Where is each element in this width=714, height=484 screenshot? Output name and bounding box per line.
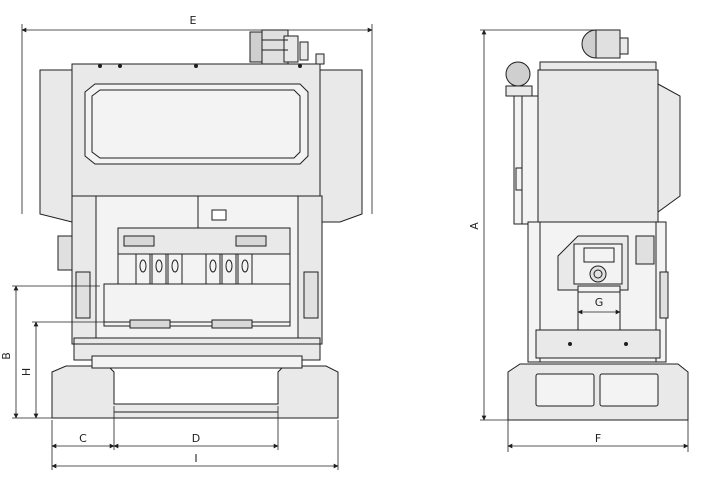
dim-label-i: I — [194, 452, 197, 465]
dimension-labels: E B H C D I A F G — [0, 14, 603, 465]
dim-label-b: B — [0, 352, 13, 360]
side-view — [480, 29, 689, 452]
dim-label-f: F — [595, 432, 601, 445]
side-base — [507, 363, 689, 421]
side-slide — [557, 235, 629, 331]
front-slide — [103, 227, 291, 329]
side-motor — [505, 29, 629, 97]
dim-label-c: C — [79, 432, 87, 445]
dim-label-a: A — [468, 222, 481, 230]
dim-label-h: H — [20, 368, 33, 376]
side-upper-body — [513, 61, 681, 225]
side-dimension-lines — [480, 29, 689, 452]
front-crown — [39, 63, 363, 223]
side-bolster — [535, 329, 661, 359]
dim-label-d: D — [192, 432, 200, 445]
dim-label-g: G — [595, 296, 604, 309]
dim-label-e: E — [190, 14, 197, 27]
front-view — [12, 24, 373, 470]
front-dimension-lines — [12, 24, 373, 470]
front-base — [51, 355, 339, 419]
front-motor — [249, 29, 325, 65]
